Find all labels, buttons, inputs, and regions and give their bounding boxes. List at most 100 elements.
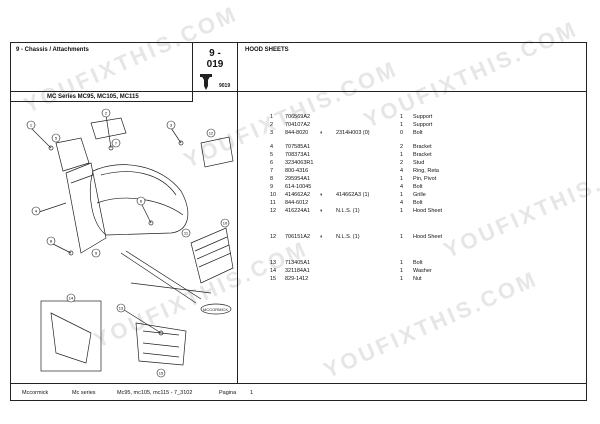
section-title-box: 9 - Chassis / Attachments [10,42,193,92]
svg-text:10: 10 [223,221,228,226]
parts-cell-qty: 1 [400,234,404,240]
parts-cell-ref: 8 [270,176,274,182]
model-series: MC Series MC95, MC105, MC115 [47,94,139,100]
section-title: 9 - Chassis / Attachments [16,47,89,53]
svg-text:1: 1 [30,123,33,128]
callout: 2 [101,108,111,118]
parts-cell-part: 295954A1 [285,176,311,182]
svg-text:8: 8 [50,239,53,244]
parts-cell-ref: 7 [270,168,274,174]
parts-cell-qty: 2 [400,144,404,150]
parts-cell-desc: Bolt [413,260,423,266]
svg-text:5: 5 [55,136,58,141]
parts-cell-ref: 10 [270,192,277,198]
parts-cell-desc: Bracket [413,144,432,150]
divider-footer [10,383,587,384]
parts-cell-part: 414662A2 [285,192,311,198]
parts-cell-qty: 0 [400,130,404,136]
svg-text:2: 2 [105,111,108,116]
parts-cell-desc: Support [413,114,433,120]
parts-cell-desc: Grille [413,192,426,198]
callout: 9 [91,248,101,258]
parts-cell-mark: ◐ [320,192,324,198]
parts-cell-part: 706151A2 [285,234,311,240]
parts-cell-part: 708373A1 [285,152,311,158]
sub-code: 9019 [219,83,231,89]
parts-cell-ref: 12 [270,234,277,240]
callout: 13 [116,303,126,313]
parts-cell-ref: 12 [270,208,277,214]
callout: 14 [66,293,76,303]
parts-cell-part: 614-10045 [285,184,312,190]
callout: 3 [166,120,176,130]
group-title-box: HOOD SHEETS [237,42,587,92]
svg-text:14: 14 [69,296,74,301]
parts-cell-desc: Bolt [413,184,423,190]
parts-cell-ref: 15 [270,276,277,282]
parts-cell-qty: 1 [400,122,404,128]
parts-cell-part: 3234063R1 [285,160,314,166]
parts-row: 15 829-1412 1 Nut [270,276,600,284]
parts-cell-qty: 4 [400,184,404,190]
parts-cell-ref: 2 [270,122,274,128]
parts-cell-part: 844-6012 [285,200,309,206]
parts-cell-qty: 1 [400,152,404,158]
parts-cell-alt: N.L.S. (1) [336,208,360,214]
parts-cell-desc: Hood Sheet [413,208,443,214]
parts-cell-part: 829-1412 [285,276,309,282]
svg-text:11: 11 [184,231,189,236]
parts-cell-qty: 1 [400,260,404,266]
callout: 4 [31,206,41,216]
svg-text:6: 6 [140,199,143,204]
parts-cell-desc: Pin, Pivot [413,176,437,182]
parts-cell-part: 321184A1 [285,268,310,274]
parts-cell-desc: Bracket [413,152,432,158]
callout: 5 [51,133,61,143]
brand-plate: MCCORMICK [203,307,228,312]
parts-cell-alt: 2314H003 (0) [336,130,370,136]
parts-cell-desc: Nut [413,276,422,282]
parts-cell-qty: 1 [400,176,404,182]
svg-text:13: 13 [119,306,124,311]
svg-text:15: 15 [159,371,164,376]
page-code-line2: 019 [206,59,224,70]
callout: 6 [136,196,146,206]
parts-cell-part: 713405A1 [285,260,311,266]
footer-doc: Mc95, mc105, mc115 - 7_3102 [117,390,193,396]
parts-cell-alt: N.L.S. (1) [336,234,360,240]
callout: 15 [156,368,166,378]
parts-cell-mark: ◐ [320,208,324,214]
footer-page-label: Pagina [219,390,237,396]
parts-cell-ref: 1 [270,114,274,120]
page-code-line1: 9 - [209,48,221,59]
parts-cell-part: 706569A2 [285,114,311,120]
parts-cell-part: 800-4316 [285,168,309,174]
footer: Mccormick Mc series Mc95, mc105, mc115 -… [10,390,587,400]
callout: 10 [220,218,230,228]
parts-cell-desc: Stud [413,160,425,166]
parts-cell-ref: 3 [270,130,274,136]
parts-cell-mark: ◐ [320,130,324,136]
parts-cell-desc: Ring, Reta [413,168,439,174]
parts-cell-mark: ◐ [320,234,324,240]
svg-text:9: 9 [95,251,98,256]
parts-cell-qty: 4 [400,168,404,174]
parts-cell-qty: 1 [400,192,404,198]
parts-cell-part: 844-8020 [285,130,309,136]
parts-cell-desc: Washer [413,268,432,274]
parts-cell-ref: 5 [270,152,274,158]
parts-cell-qty: 1 [400,276,404,282]
divider-vertical [237,91,238,383]
parts-cell-ref: 9 [270,184,274,190]
